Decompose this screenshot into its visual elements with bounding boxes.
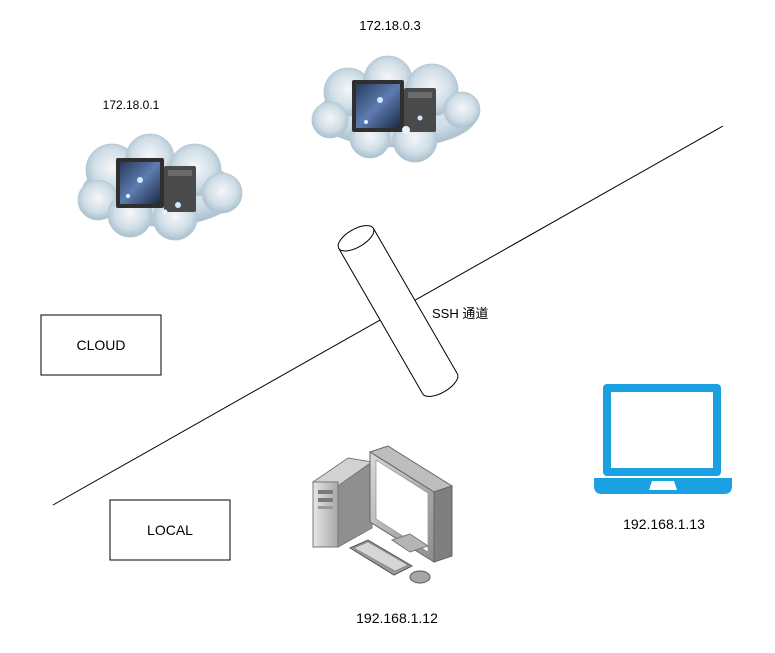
cloud-server-2-ip: 172.18.0.3 [359, 18, 420, 33]
cloud-server-icon [311, 55, 481, 163]
laptop-node: 192.168.1.13 [594, 384, 732, 532]
cloud-server-icon [77, 133, 243, 241]
desktop-ip: 192.168.1.12 [356, 610, 438, 626]
ssh-tunnel: SSH 通道 [337, 225, 488, 397]
cloud-server-1-ip: 172.18.0.1 [103, 98, 160, 112]
local-zone-box: LOCAL [109, 499, 231, 561]
cloud-server-1: 172.18.0.1 [77, 98, 243, 241]
cloud-zone-box: CLOUD [40, 314, 162, 376]
ssh-tunnel-label: SSH 通道 [432, 306, 488, 321]
desktop-node: 192.168.1.12 [311, 445, 454, 626]
cloud-server-2: 172.18.0.3 [311, 18, 481, 163]
local-zone-label: LOCAL [147, 522, 193, 538]
desktop-computer-icon [311, 445, 454, 584]
tunnel-cylinder-icon [337, 225, 459, 397]
cloud-zone-label: CLOUD [76, 337, 125, 353]
laptop-ip: 192.168.1.13 [623, 516, 705, 532]
laptop-icon [594, 384, 732, 494]
